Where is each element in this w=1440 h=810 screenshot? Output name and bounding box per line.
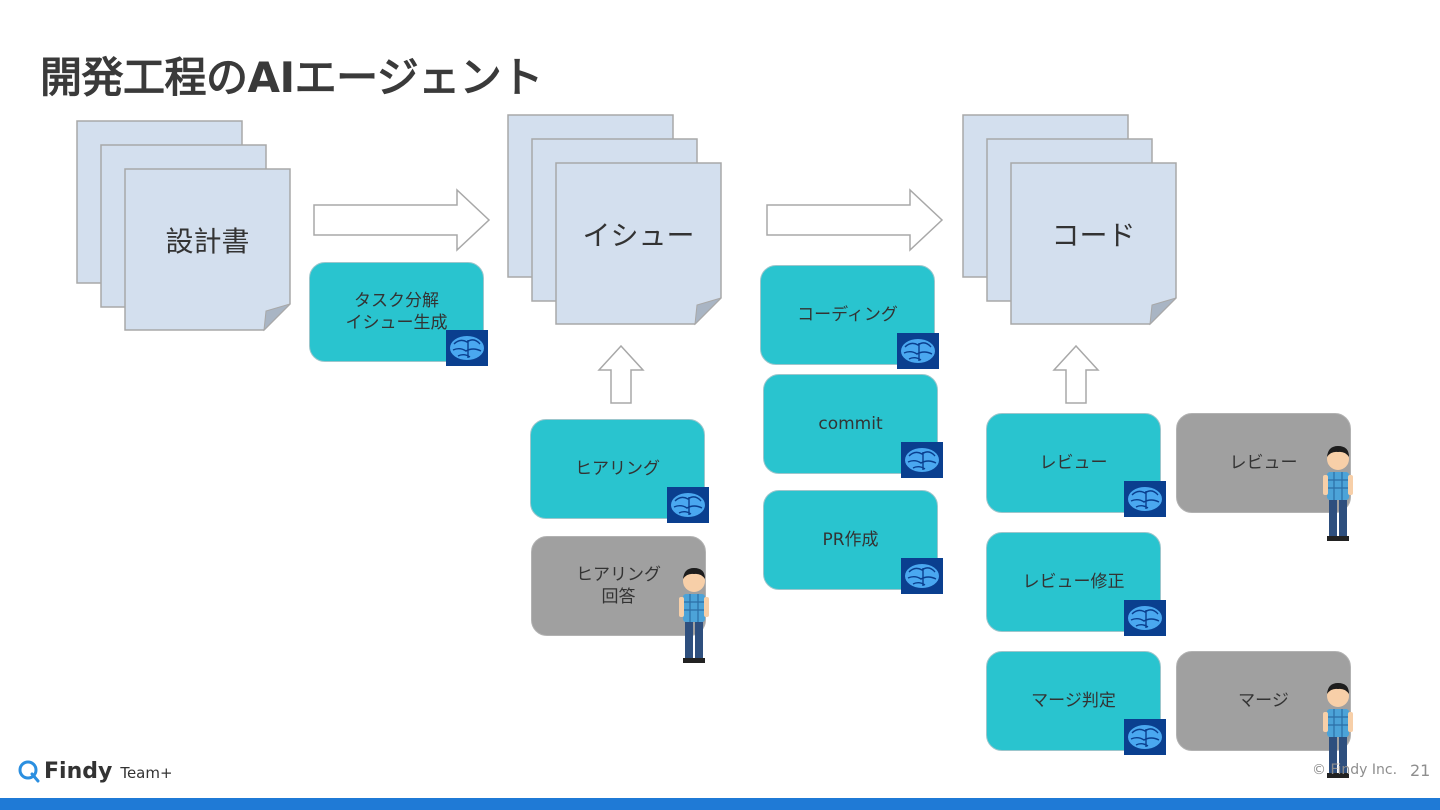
page-number: 21 [1410,761,1431,780]
doc-stack-issue [507,114,722,326]
logo-sub: Team+ [120,764,173,782]
footer-accent-bar [0,798,1440,810]
brain-icon [1124,481,1166,517]
arrow-up-icon [597,345,645,404]
arrow-right-icon [766,188,944,252]
brain-icon [667,487,709,523]
doc-label-design: 設計書 [165,225,250,258]
task-hearing-answer-box: ヒアリング 回答 [531,536,706,636]
brain-icon [1124,719,1166,755]
brain-icon [901,558,943,594]
brain-icon [1124,600,1166,636]
copyright-text: © Findy Inc. [1312,762,1398,778]
logo-name: Findy [44,758,113,784]
brain-icon [897,333,939,369]
page-title: 開発工程のAIエージェント [40,53,543,102]
brain-icon [901,442,943,478]
findy-logo: Findy Team+ [18,756,173,786]
task-merge-box: マージ [1176,651,1351,751]
person-icon [1323,683,1353,778]
task-review-human-box: レビュー [1176,413,1351,513]
doc-stack-code [962,114,1177,326]
doc-label-issue: イシュー [582,219,695,252]
arrow-right-icon [313,188,491,252]
person-icon [679,568,709,663]
arrow-up-icon [1052,345,1100,404]
person-icon [1323,446,1353,541]
findy-logo-icon [18,760,40,783]
doc-label-code: コード [1051,219,1136,252]
brain-icon [446,330,488,366]
doc-stack-design [76,120,291,332]
